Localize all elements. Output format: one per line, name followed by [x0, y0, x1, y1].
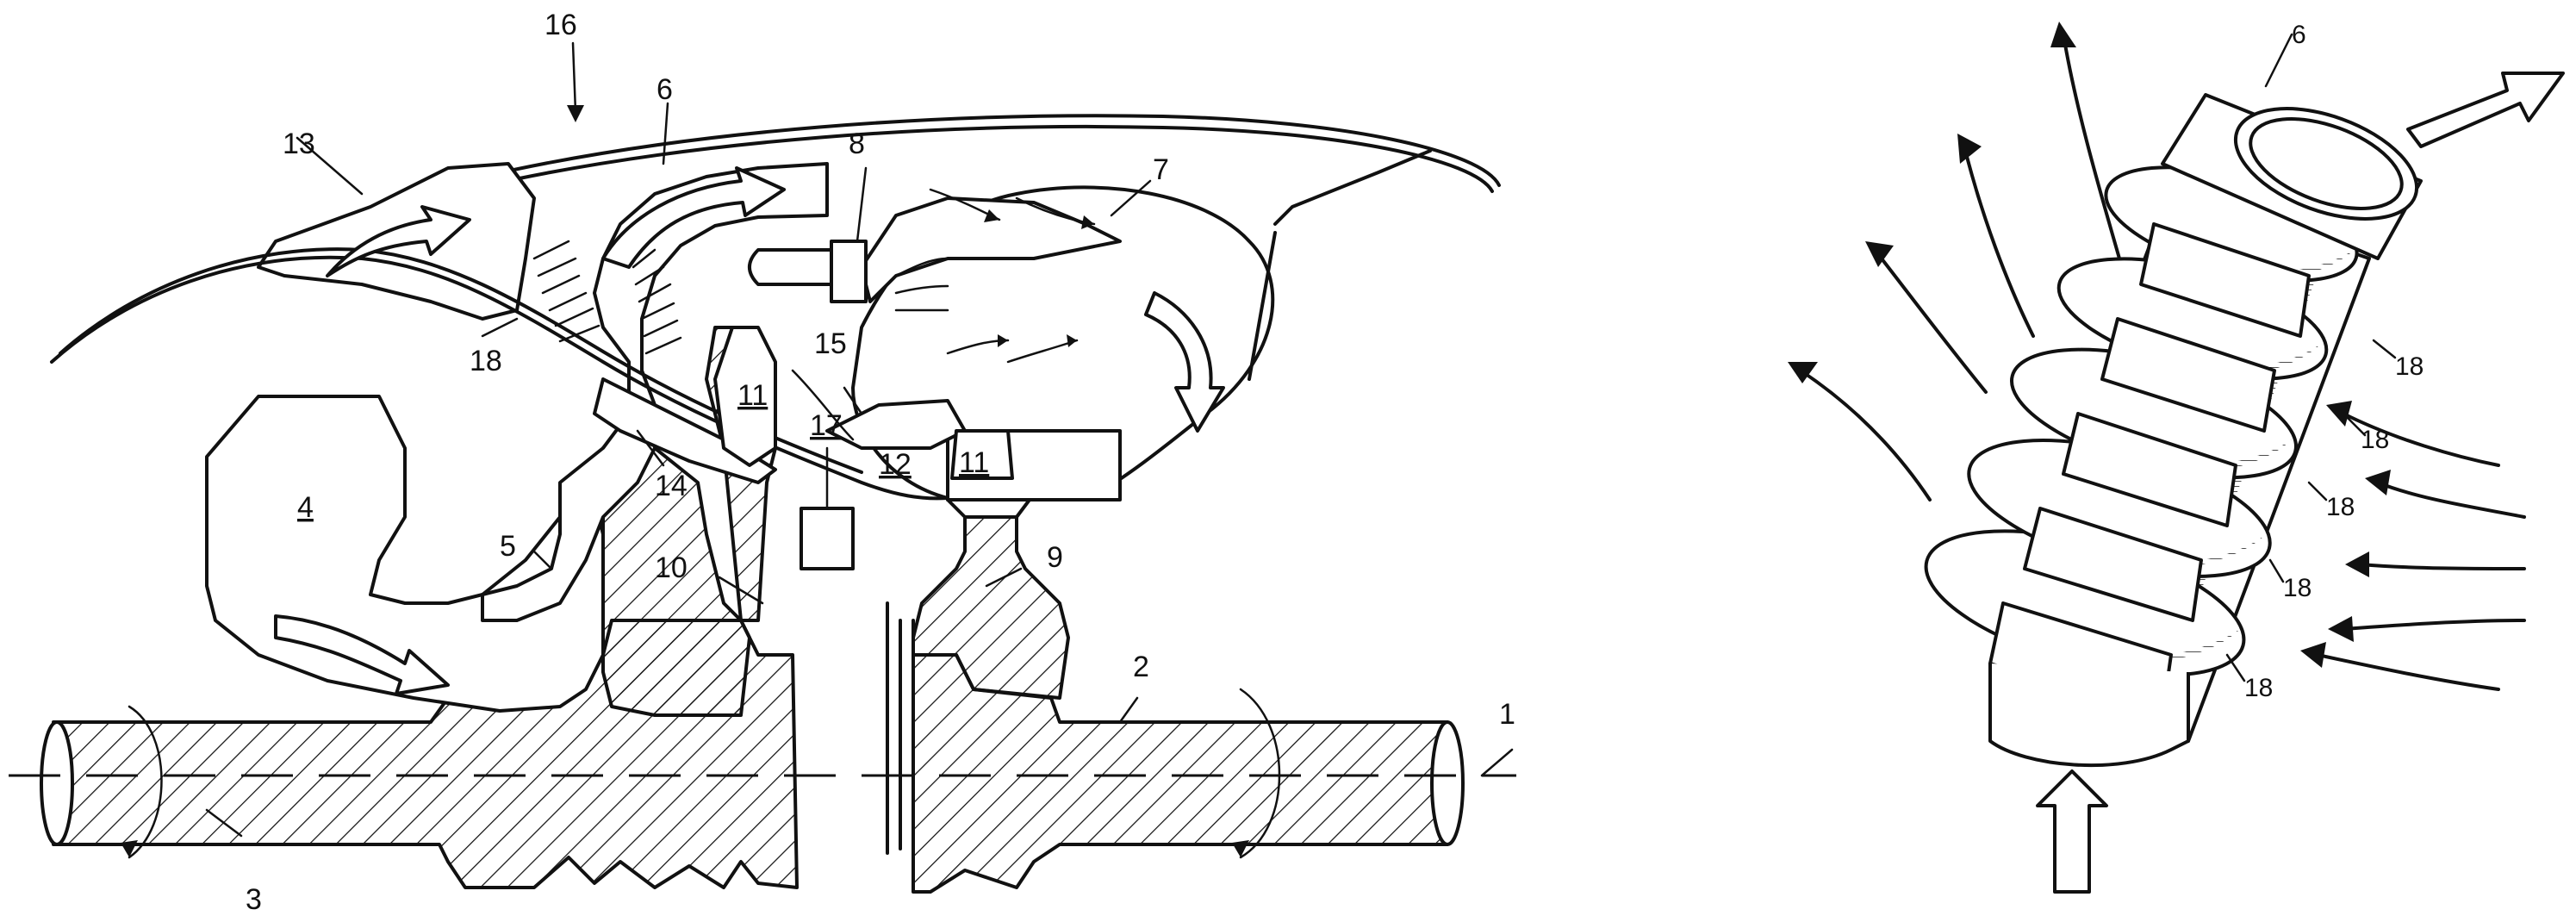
label-18-a: 18 [2395, 352, 2424, 381]
leader-arrow-16 [567, 105, 584, 122]
rotation-arrowhead-right [1232, 840, 1249, 857]
label-18-c: 18 [2326, 493, 2355, 521]
label-3: 3 [246, 883, 262, 916]
label-9: 9 [1047, 541, 1063, 574]
burner-can [860, 196, 1122, 303]
label-16: 16 [544, 9, 577, 41]
nacelle-outer-skin [481, 114, 1501, 187]
outlet-arrow [2406, 72, 2565, 148]
label-1: 1 [1499, 698, 1515, 731]
right-leader-lines [2225, 33, 2397, 682]
label-4: 4 [297, 491, 314, 524]
rotation-arrow-left [128, 705, 163, 859]
label-18: 18 [470, 345, 502, 377]
flow-arrows-right [2316, 412, 2526, 691]
flow-arrow-combustor [1144, 291, 1225, 433]
fuel-line [748, 248, 833, 286]
leader-lines [205, 41, 1514, 838]
right-labels: 6 18 18 18 18 18 [2244, 21, 2424, 702]
label-10: 10 [655, 551, 688, 584]
fuel-nozzle [830, 240, 868, 303]
component-14 [593, 377, 777, 484]
label-15: 15 [814, 327, 847, 360]
flow-arrow-intake [326, 205, 471, 277]
label-11a: 11 [737, 379, 768, 412]
pipe-segments [1988, 222, 2311, 717]
label-8: 8 [849, 128, 865, 160]
label-18-d: 18 [2283, 574, 2312, 602]
nozzle-guide [825, 399, 967, 450]
nacelle-strut-right [1273, 149, 1432, 226]
rotor-11-right [950, 429, 1014, 480]
inlet-arrow [2036, 769, 2108, 894]
label-6: 6 [656, 73, 673, 106]
rotor-11-left [713, 326, 777, 467]
label-13: 13 [283, 128, 315, 160]
flow-arrow-outlet [601, 166, 786, 269]
compressor-outlet-duct [481, 162, 829, 622]
component-15 [791, 369, 855, 441]
left-cross-section: 1 2 3 4 5 6 7 8 9 10 11 11 12 13 14 15 1… [9, 9, 1516, 916]
label-6-right: 6 [2292, 21, 2306, 49]
rotation-arrowhead-left [121, 840, 138, 857]
component-17 [800, 507, 855, 570]
right-finned-pipe: 6 18 18 18 18 18 [1788, 21, 2565, 894]
nacelle-lower-skin [50, 255, 949, 501]
nacelle-strut-right-2 [1248, 231, 1277, 381]
label-2: 2 [1133, 651, 1149, 683]
label-7: 7 [1153, 153, 1169, 186]
label-18-e: 18 [2244, 674, 2273, 702]
nacelle-outer-skin-inner [485, 124, 1494, 193]
pipe-bottom [1988, 663, 2190, 768]
rotation-arrow-right [1239, 688, 1281, 859]
left-labels: 1 2 3 4 5 6 7 8 9 10 11 11 12 13 14 15 1… [246, 9, 1515, 916]
label-14: 14 [655, 470, 688, 502]
pipe-opening-inner [2249, 117, 2404, 210]
flow-arrowheads-right [2300, 401, 2391, 668]
label-5: 5 [500, 530, 516, 563]
label-12: 12 [879, 448, 912, 481]
flow-arrow-compressor [274, 614, 450, 695]
combustor-arrowheads [984, 209, 1094, 347]
label-18-b: 18 [2361, 426, 2389, 454]
label-17: 17 [810, 409, 843, 442]
flow-arrowheads-left [1788, 22, 2076, 383]
label-11b: 11 [959, 446, 989, 479]
